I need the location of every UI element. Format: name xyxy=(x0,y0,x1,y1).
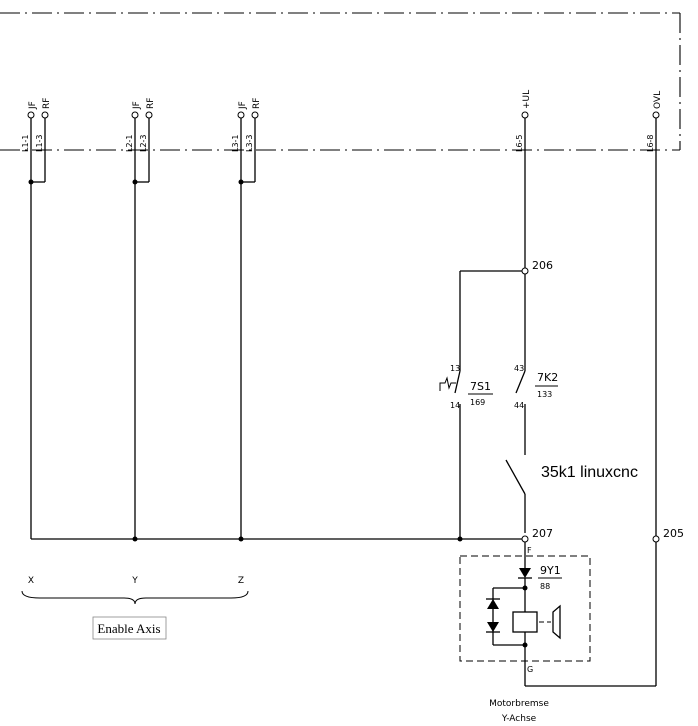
supply-ul: +UL L6-5 xyxy=(515,90,532,268)
node-207 xyxy=(521,535,529,543)
terminal-circle xyxy=(237,111,245,119)
axis-group-x: JF RF L1-1 L1-3 xyxy=(21,98,52,539)
pin-label: 43 xyxy=(514,364,524,373)
terminal-circle xyxy=(131,111,139,119)
node-label: 205 xyxy=(663,527,684,540)
brake-caption: Y-Achse xyxy=(501,714,537,724)
node-label: 207 xyxy=(532,527,553,540)
terminal-circle xyxy=(652,111,660,119)
axis-label-z: Z xyxy=(238,576,244,586)
enable-axis-label: Enable Axis xyxy=(97,621,160,636)
pin-label: 14 xyxy=(450,401,460,410)
enable-bus: 207 xyxy=(31,527,553,543)
terminal-circle xyxy=(27,111,35,119)
node-206: 206 xyxy=(460,259,553,275)
pin-label-ovl: OVL xyxy=(653,91,663,109)
relay-contact-35k1: 35k1 linuxcnc xyxy=(505,459,638,533)
annotation-35k1: 35k1 linuxcnc xyxy=(541,464,638,481)
terminal-label: L6-8 xyxy=(646,134,655,152)
pin-label-jf: JF xyxy=(238,101,248,110)
node-205: 205 xyxy=(525,527,684,687)
terminal-label: L1-3 xyxy=(35,134,44,152)
terminal-label: L1-1 xyxy=(21,134,30,152)
pin-label-rf: RF xyxy=(146,98,156,109)
component-ref: 169 xyxy=(470,398,485,407)
terminal-label: L3-1 xyxy=(231,134,240,152)
brake-caption: Motorbremse xyxy=(489,699,549,709)
axis-labels: X Y Z Enable Axis xyxy=(21,576,249,640)
pin-label-ul: +UL xyxy=(522,90,532,109)
component-ref: 133 xyxy=(537,390,552,399)
supply-ov: OVL L6-8 xyxy=(646,91,663,536)
pin-label-f: F xyxy=(527,546,532,555)
terminal-label: L3-3 xyxy=(245,134,254,152)
component-label: 9Y1 xyxy=(540,564,561,577)
axis-label-y: Y xyxy=(131,576,138,586)
pin-label-g: G xyxy=(527,665,533,674)
axis-group-y: JF RF L2-1 L2-3 xyxy=(125,98,156,539)
terminal-circle xyxy=(251,111,259,119)
switch-7s1: 13 14 7S1 169 xyxy=(439,271,493,539)
coil xyxy=(512,611,538,633)
component-ref: 88 xyxy=(540,582,550,591)
terminal-circle xyxy=(521,111,529,119)
pin-label: 13 xyxy=(450,364,460,373)
pin-label-rf: RF xyxy=(252,98,262,109)
terminal-label: L2-3 xyxy=(139,134,148,152)
node-label: 206 xyxy=(532,259,553,272)
component-label: 7K2 xyxy=(537,371,558,384)
brace xyxy=(21,590,249,605)
contact-7k2: 43 44 7K2 133 xyxy=(514,274,558,455)
pin-label-rf: RF xyxy=(42,98,52,109)
enable-axis-box xyxy=(92,616,167,640)
pin-label: 44 xyxy=(514,401,524,410)
pin-label-jf: JF xyxy=(132,101,142,110)
terminal-label: L2-1 xyxy=(125,134,134,152)
terminal-label: L6-5 xyxy=(515,134,524,152)
enclosure-border xyxy=(0,12,681,151)
terminal-circle xyxy=(41,111,49,119)
terminal-circle xyxy=(145,111,153,119)
axis-group-z: JF RF L3-1 L3-3 xyxy=(231,98,262,539)
motor-brake-9y1: F 9Y1 88 G Motorbremse Y-Achse xyxy=(459,542,591,724)
pin-label-jf: JF xyxy=(28,101,38,110)
component-label: 7S1 xyxy=(470,380,491,393)
axis-label-x: X xyxy=(28,576,34,586)
